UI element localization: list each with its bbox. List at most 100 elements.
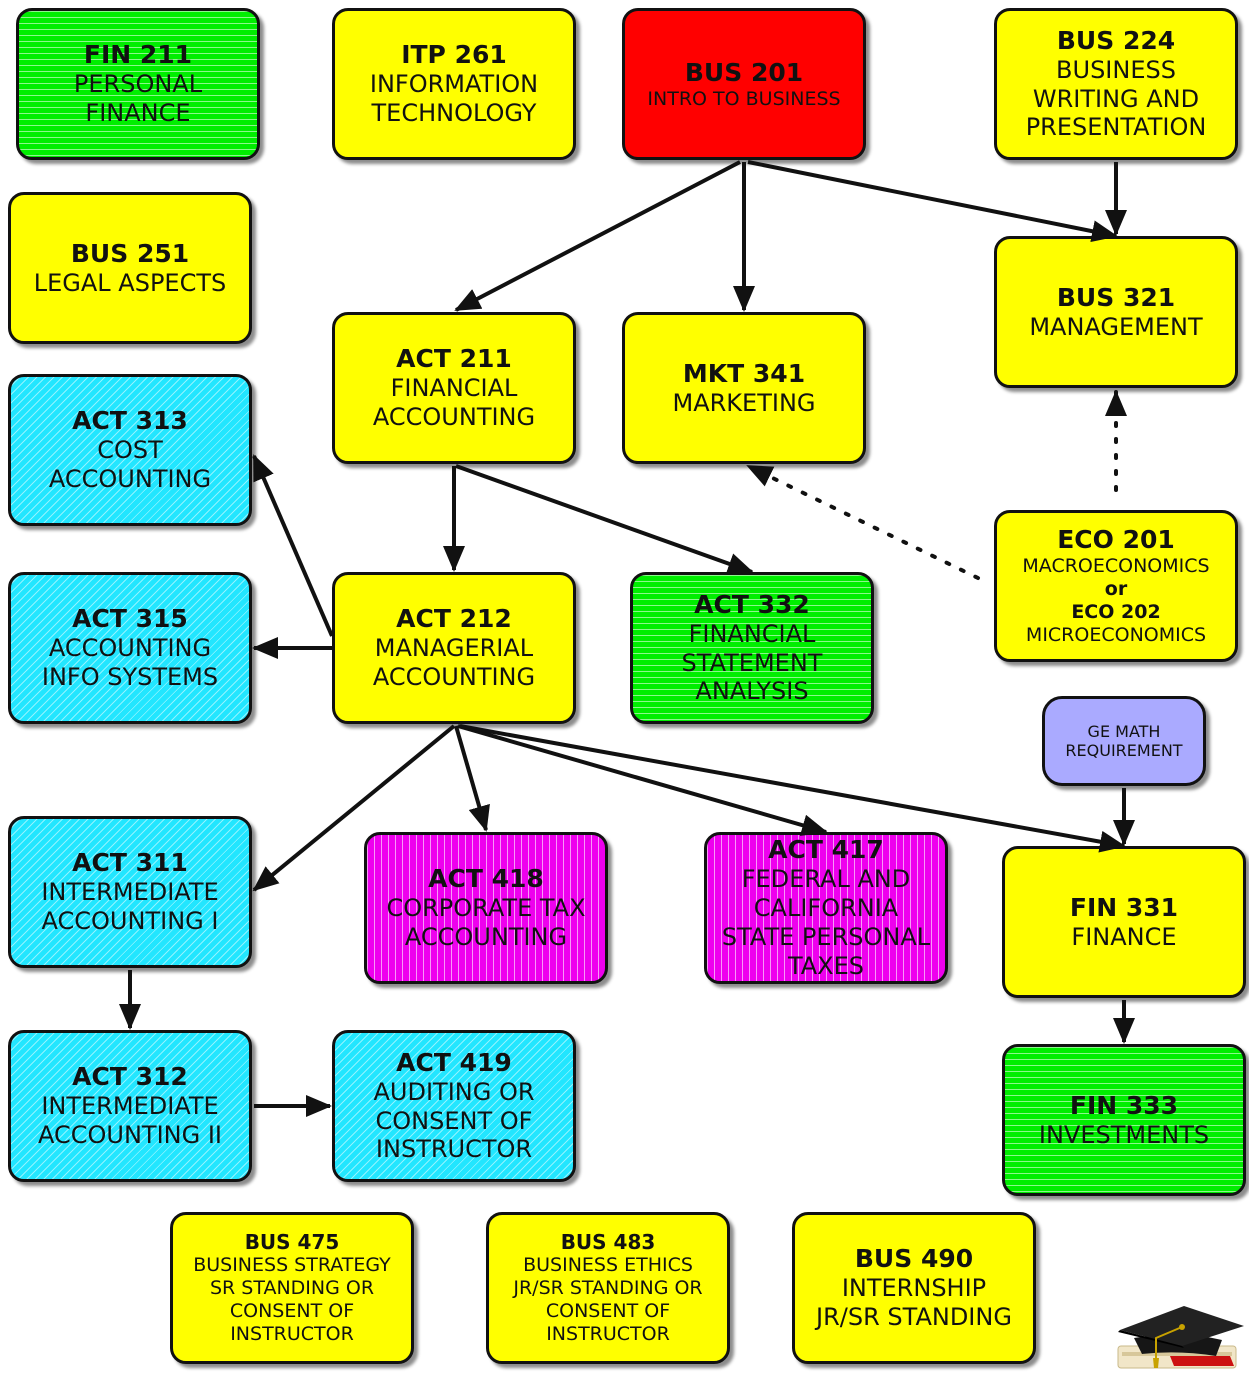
course-itp-261: ITP 261 INFORMATION TECHNOLOGY — [332, 8, 576, 160]
course-title-line: CORPORATE TAX — [386, 894, 586, 923]
course-title-line: MICROECONOMICS — [1025, 623, 1207, 646]
course-title-line: LEGAL ASPECTS — [33, 268, 227, 297]
course-title-line: ACCOUNTING — [48, 465, 212, 493]
requirement-line: GE MATH — [1087, 721, 1161, 741]
course-act-311: ACT 311 INTERMEDIATE ACCOUNTING I — [8, 816, 252, 968]
course-fin-331: FIN 331 FINANCE — [1002, 846, 1246, 998]
arrow-act212-act417 — [457, 724, 828, 836]
course-code: BUS 321 — [1056, 282, 1176, 312]
course-title-line: SR STANDING OR — [209, 1277, 375, 1300]
course-title-line: ACCOUNTING — [48, 634, 212, 663]
course-bus-483: BUS 483 BUSINESS ETHICS JR/SR STANDING O… — [486, 1212, 730, 1364]
course-title-line: INSTRUCTOR — [230, 1322, 354, 1345]
requirement-line: REQUIREMENT — [1065, 741, 1183, 760]
course-code: BUS 483 — [560, 1230, 656, 1255]
course-bus-251: BUS 251 LEGAL ASPECTS — [8, 192, 252, 344]
course-code: BUS 201 — [684, 57, 804, 87]
course-code-alt: ECO 202 — [1071, 601, 1161, 623]
course-code: ACT 211 — [396, 344, 512, 374]
course-title-line: FINANCIAL — [390, 374, 518, 403]
or-label: or — [1104, 578, 1128, 601]
course-title-line: JR/SR STANDING OR — [513, 1277, 703, 1300]
course-title-line: WRITING AND — [1032, 84, 1200, 113]
course-title-line: PRESENTATION — [1025, 113, 1207, 142]
course-code: BUS 475 — [244, 1230, 340, 1255]
course-title-line: STATE PERSONAL — [721, 923, 931, 951]
course-title-line: TAXES — [787, 951, 865, 980]
course-act-211: ACT 211 FINANCIAL ACCOUNTING — [332, 312, 576, 464]
course-act-212: ACT 212 MANAGERIAL ACCOUNTING — [332, 572, 576, 724]
arrow-act212-act418 — [454, 725, 490, 832]
course-code: BUS 251 — [70, 238, 190, 268]
course-code: FIN 211 — [83, 40, 193, 70]
course-bus-475: BUS 475 BUSINESS STRATEGY SR STANDING OR… — [170, 1212, 414, 1364]
course-title-line: CALIFORNIA — [753, 894, 899, 923]
course-title-line: JR/SR STANDING — [816, 1303, 1012, 1331]
course-act-332: ACT 332 FINANCIAL STATEMENT ANALYSIS — [630, 572, 874, 724]
course-title-line: STATEMENT — [681, 648, 823, 677]
course-title-line: INVESTMENTS — [1038, 1120, 1210, 1149]
course-title-line: CONSENT OF — [375, 1106, 533, 1135]
course-bus-490: BUS 490 INTERNSHIP JR/SR STANDING — [792, 1212, 1036, 1364]
course-title-line: FEDERAL AND — [741, 865, 911, 894]
course-mkt-341: MKT 341 MARKETING — [622, 312, 866, 464]
course-code: MKT 341 — [682, 358, 806, 388]
course-code: ITP 261 — [401, 40, 507, 70]
course-title-line: ACCOUNTING II — [38, 1121, 222, 1149]
ge-math-requirement: GE MATH REQUIREMENT — [1042, 696, 1206, 786]
course-title-line: FINANCIAL — [688, 619, 816, 648]
course-title-line: BUSINESS ETHICS — [523, 1254, 693, 1277]
course-title-line: TECHNOLOGY — [371, 99, 537, 127]
course-title-line: CONSENT OF — [229, 1300, 355, 1322]
course-code: ACT 212 — [396, 604, 512, 634]
course-act-419: ACT 419 AUDITING OR CONSENT OF INSTRUCTO… — [332, 1030, 576, 1182]
course-code: BUS 224 — [1056, 25, 1176, 55]
course-title-line: MACROECONOMICS — [1022, 555, 1210, 578]
course-title-line: COST — [97, 436, 163, 465]
course-title-line: ACCOUNTING — [404, 923, 568, 951]
course-title-line: INSTRUCTOR — [375, 1135, 533, 1164]
course-title-line: CONSENT OF — [545, 1300, 671, 1322]
course-act-312: ACT 312 INTERMEDIATE ACCOUNTING II — [8, 1030, 252, 1182]
course-fin-333: FIN 333 INVESTMENTS — [1002, 1044, 1246, 1196]
course-bus-224: BUS 224 BUSINESS WRITING AND PRESENTATIO… — [994, 8, 1238, 160]
course-title-line: AUDITING OR — [373, 1077, 535, 1106]
course-title-line: INSTRUCTOR — [546, 1322, 670, 1345]
course-bus-201: BUS 201 INTRO TO BUSINESS — [622, 8, 866, 160]
course-eco-201-202: ECO 201 MACROECONOMICS or ECO 202 MICROE… — [994, 510, 1238, 662]
course-title-line: INTERNSHIP — [841, 1274, 987, 1303]
course-title-line: ACCOUNTING I — [41, 907, 219, 935]
arrow-bus201-bus321 — [747, 160, 1118, 243]
course-code: ACT 312 — [72, 1062, 188, 1092]
course-code: ACT 315 — [72, 604, 188, 634]
course-title-line: INTRO TO BUSINESS — [647, 87, 841, 110]
arrow-act211-act332 — [455, 464, 754, 575]
course-title-line: PERSONAL — [73, 70, 203, 99]
course-act-418: ACT 418 CORPORATE TAX ACCOUNTING — [364, 832, 608, 984]
course-title-line: ACCOUNTING — [372, 663, 536, 691]
course-code: FIN 333 — [1069, 1090, 1179, 1120]
course-title-line: INTERMEDIATE — [41, 878, 219, 907]
course-code: ECO 201 — [1057, 525, 1175, 555]
course-title-line: MANAGERIAL — [374, 634, 534, 663]
course-code: BUS 490 — [854, 1244, 974, 1274]
course-title-line: FINANCE — [85, 99, 191, 127]
course-title-line: ANALYSIS — [695, 677, 809, 706]
course-title-line: MARKETING — [672, 388, 816, 417]
course-title-line: INTERMEDIATE — [41, 1092, 219, 1121]
course-title-line: BUSINESS STRATEGY — [193, 1254, 391, 1277]
course-act-313: ACT 313 COST ACCOUNTING — [8, 374, 252, 526]
course-code: ACT 332 — [694, 589, 810, 619]
course-code: ACT 417 — [768, 835, 884, 865]
course-title-line: ACCOUNTING — [372, 403, 536, 431]
arrow-act212-fin331 — [459, 724, 1126, 853]
course-fin-211: FIN 211 PERSONAL FINANCE — [16, 8, 260, 160]
course-title-line: INFO SYSTEMS — [41, 663, 219, 691]
course-title-line: MANAGEMENT — [1029, 312, 1203, 341]
arrow-bus201-act211 — [454, 160, 741, 312]
graduation-cap-icon — [1117, 1306, 1244, 1369]
course-code: FIN 331 — [1069, 892, 1179, 922]
course-code: ACT 311 — [72, 848, 188, 878]
course-bus-321: BUS 321 MANAGEMENT — [994, 236, 1238, 388]
course-act-417: ACT 417 FEDERAL AND CALIFORNIA STATE PER… — [704, 832, 948, 984]
